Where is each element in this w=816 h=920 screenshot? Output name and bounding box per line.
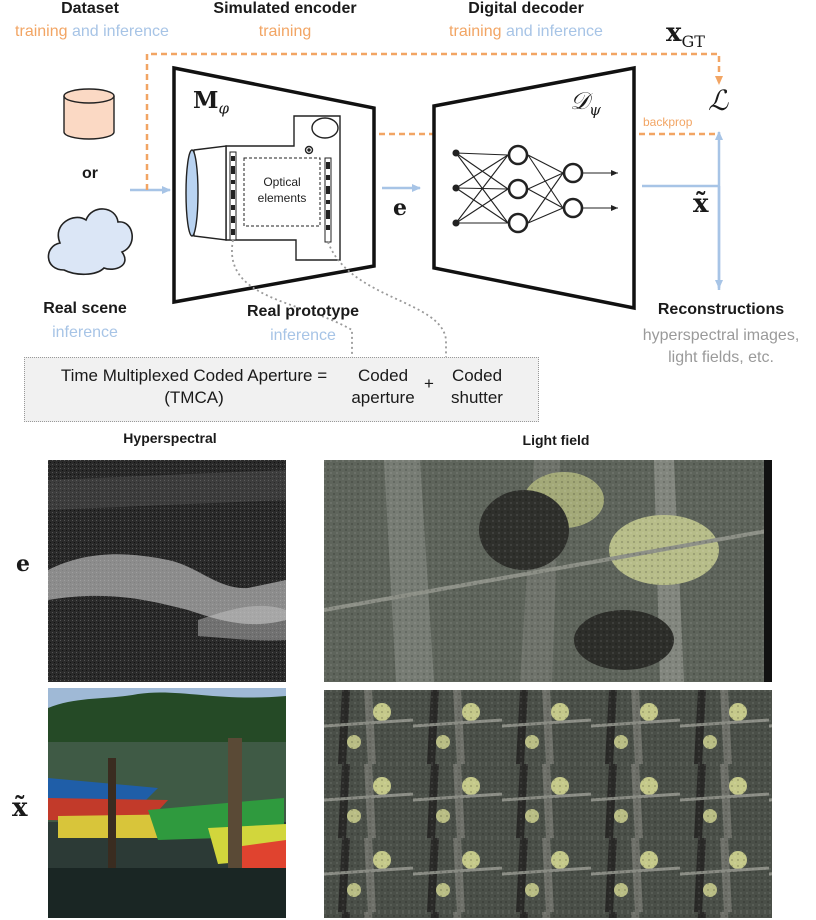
dataset-usage: training and inference [15, 23, 169, 41]
tmca-line1: Time Multiplexed Coded Aperture = [60, 366, 328, 385]
real-scene-inference-label: inference [52, 324, 118, 341]
tmca-coded-shutter: Coded shutter [437, 365, 517, 409]
tmca-coded-aperture: Coded aperture [343, 365, 423, 409]
decoder-usage: training and inference [449, 23, 603, 41]
decoder-symbol: 𝒟ψ [570, 87, 601, 119]
lightfield-measurement-image [324, 460, 772, 682]
dataset-icon [63, 88, 115, 140]
or-label: or [82, 165, 98, 182]
optical-line1: Optical [263, 175, 301, 189]
reconstructions-desc: hyperspectral images, light fields, etc. [643, 325, 800, 368]
coded-shutter-strip [324, 157, 332, 243]
encoder-title: Simulated encoder [213, 0, 357, 17]
lightfield-title: Light field [522, 432, 590, 448]
tmca-shutter-line2: shutter [451, 388, 503, 408]
real-prototype-inference-label: inference [270, 327, 336, 344]
loss-symbol: ℒ [708, 84, 729, 117]
cloud-icon [47, 208, 133, 276]
hyperspectral-title: Hyperspectral [123, 430, 217, 446]
training-path-gt [145, 52, 723, 190]
recon-line2: light fields, etc. [668, 348, 774, 366]
tmca-definition: Time Multiplexed Coded Aperture = (TMCA) [39, 365, 349, 409]
camera-icon [185, 115, 341, 261]
neural-network-icon [452, 144, 618, 234]
tmca-line2: (TMCA) [164, 388, 224, 408]
dataset-title: Dataset [61, 0, 119, 17]
ground-truth-symbol: xGT [666, 18, 705, 52]
optical-elements-label: Optical elements [258, 174, 307, 206]
hyperspectral-reconstruction-image [48, 688, 286, 918]
backprop-label: backprop [643, 115, 693, 129]
tmca-aperture-line2: aperture [351, 388, 415, 408]
optical-line2: elements [257, 191, 307, 206]
lightfield-reconstruction-image [324, 690, 772, 918]
row-measurement-symbol: e [16, 551, 30, 577]
tmca-aperture-line1: Coded [357, 366, 409, 385]
decoder-training-label: training [449, 23, 502, 40]
row-reconstruction-symbol: x̃ [12, 793, 28, 823]
decoder-inference-label: and inference [505, 23, 603, 40]
encoder-training-label: training [258, 23, 312, 40]
aperture-callout [231, 239, 353, 362]
real-prototype-title: Real prototype [246, 303, 360, 320]
decoder-block [432, 65, 636, 311]
reconstruction-symbol: x̃ [693, 189, 709, 219]
measurement-symbol: e [393, 195, 407, 221]
shutter-callout [327, 241, 447, 362]
coded-aperture-strip [229, 151, 237, 241]
decoder-title: Digital decoder [468, 0, 584, 17]
dataset-inference-label: and inference [71, 23, 169, 40]
tmca-box: Time Multiplexed Coded Aperture = (TMCA)… [24, 357, 539, 422]
dataset-training-label: training [15, 23, 68, 40]
hyperspectral-measurement-image [48, 460, 286, 682]
reconstructions-title: Reconstructions [657, 301, 785, 318]
tmca-shutter-line1: Coded [451, 366, 503, 385]
recon-line1: hyperspectral images, [642, 327, 800, 344]
tmca-plus: + [424, 374, 434, 393]
encoder-symbol: Mφ [193, 87, 229, 118]
real-scene-title: Real scene [43, 300, 127, 317]
